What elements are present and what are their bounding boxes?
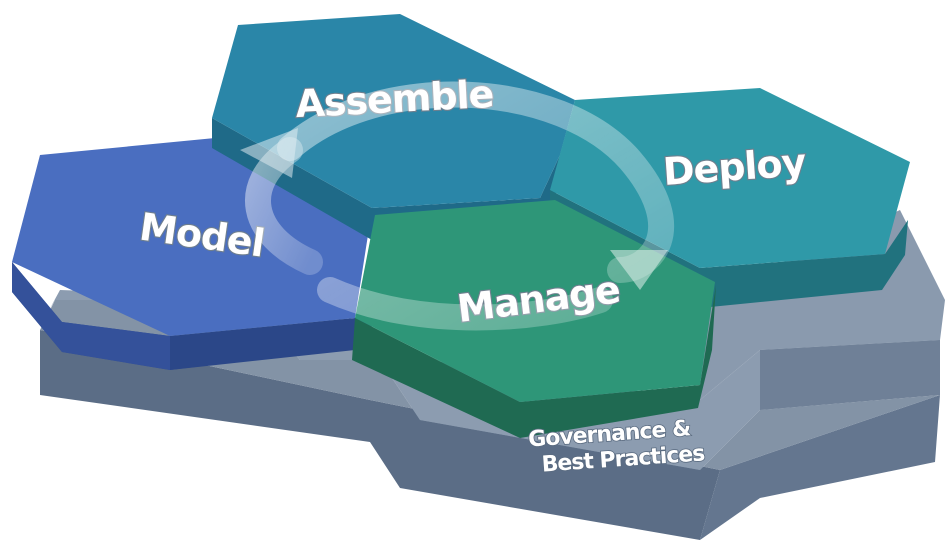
hexagon-deploy-side — [550, 190, 908, 308]
cycle-arrow-head-top — [240, 128, 298, 178]
cycle-arrow-band — [277, 81, 675, 331]
cycle-arrow-icon — [240, 81, 675, 331]
cycle-arrow-head-right — [610, 250, 668, 290]
cycle-arrow-left-band — [245, 137, 323, 275]
hexagon-model-side-right — [170, 295, 372, 370]
hexagon-manage-side — [352, 285, 716, 438]
hexagon-model: Model — [12, 138, 375, 370]
governance-label: Governance & Best Practices — [527, 415, 707, 478]
hexagon-model-top — [12, 138, 370, 336]
base-side-right — [700, 395, 940, 540]
hexagon-model-side-front — [12, 262, 170, 370]
base-right-wing-side — [760, 340, 940, 410]
hexagon-deploy-top — [550, 88, 910, 268]
hexagon-deploy: Deploy — [550, 88, 910, 308]
base-side-left — [40, 330, 720, 540]
